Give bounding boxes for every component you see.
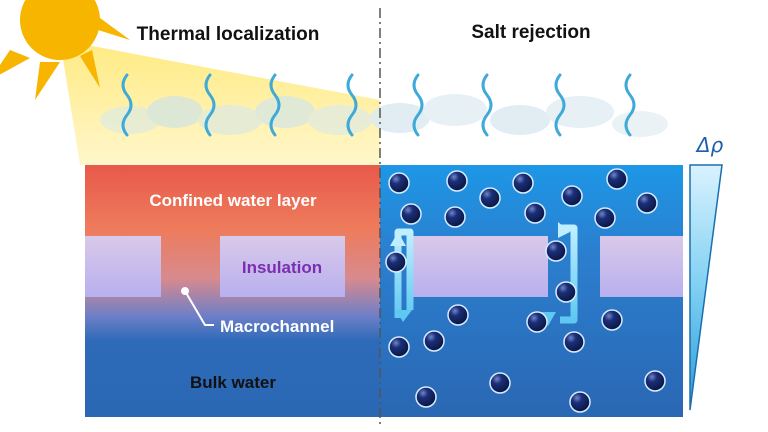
vapor-squiggle-icon — [204, 73, 216, 137]
vapor-squiggle-icon — [346, 73, 358, 137]
salt-ion-icon — [563, 331, 585, 353]
insulation-block — [220, 236, 345, 297]
salt-ion-icon — [512, 172, 534, 194]
salt-ion-icon — [388, 336, 410, 358]
salt-ion-icon — [636, 192, 658, 214]
salt-ion-icon — [388, 172, 410, 194]
salt-ion-icon — [479, 187, 501, 209]
salt-ions — [385, 168, 666, 413]
salt-ion-icon — [446, 170, 468, 192]
macrochannel-pointer — [181, 287, 214, 326]
label-confined-water-layer: Confined water layer — [149, 191, 317, 210]
salt-ion-icon — [526, 311, 548, 333]
insulation-block — [413, 236, 548, 297]
density-gradient-wedge-icon — [689, 164, 723, 411]
salt-ion-icon — [545, 240, 567, 262]
sun-icon — [0, 0, 130, 100]
vapor-squiggles — [121, 73, 636, 137]
insulation-block — [85, 236, 161, 297]
label-bulk-water: Bulk water — [190, 373, 276, 392]
label-density-gradient: Δρ — [695, 133, 724, 157]
salt-ion-icon — [423, 330, 445, 352]
salt-ion-icon — [644, 370, 666, 392]
title-thermal-localization: Thermal localization — [137, 24, 320, 45]
salt-ion-icon — [415, 386, 437, 408]
salt-ion-icon — [606, 168, 628, 190]
label-macrochannel: Macrochannel — [220, 317, 334, 336]
vapor-squiggle-icon — [481, 73, 493, 137]
vapor-squiggle-icon — [269, 73, 281, 137]
vapor-squiggle-icon — [121, 73, 133, 137]
salt-ion-icon — [444, 206, 466, 228]
salt-ion-icon — [569, 391, 591, 413]
salt-ion-icon — [555, 281, 577, 303]
salt-ion-icon — [601, 309, 623, 331]
salt-ion-icon — [447, 304, 469, 326]
title-salt-rejection: Salt rejection — [471, 22, 590, 43]
salt-ion-icon — [524, 202, 546, 224]
circulation-arrow-icon — [390, 228, 414, 322]
vapor-squiggle-icon — [412, 73, 424, 137]
insulation-block — [600, 236, 683, 297]
salt-ion-icon — [489, 372, 511, 394]
salt-ion-icon — [385, 251, 407, 273]
salt-ion-icon — [594, 207, 616, 229]
vapor-squiggle-icon — [554, 73, 566, 137]
vapor-squiggle-icon — [624, 73, 636, 137]
salt-ion-icon — [400, 203, 422, 225]
sunlight-beam — [60, 40, 380, 165]
salt-ion-icon — [561, 185, 583, 207]
label-insulation: Insulation — [242, 258, 322, 277]
